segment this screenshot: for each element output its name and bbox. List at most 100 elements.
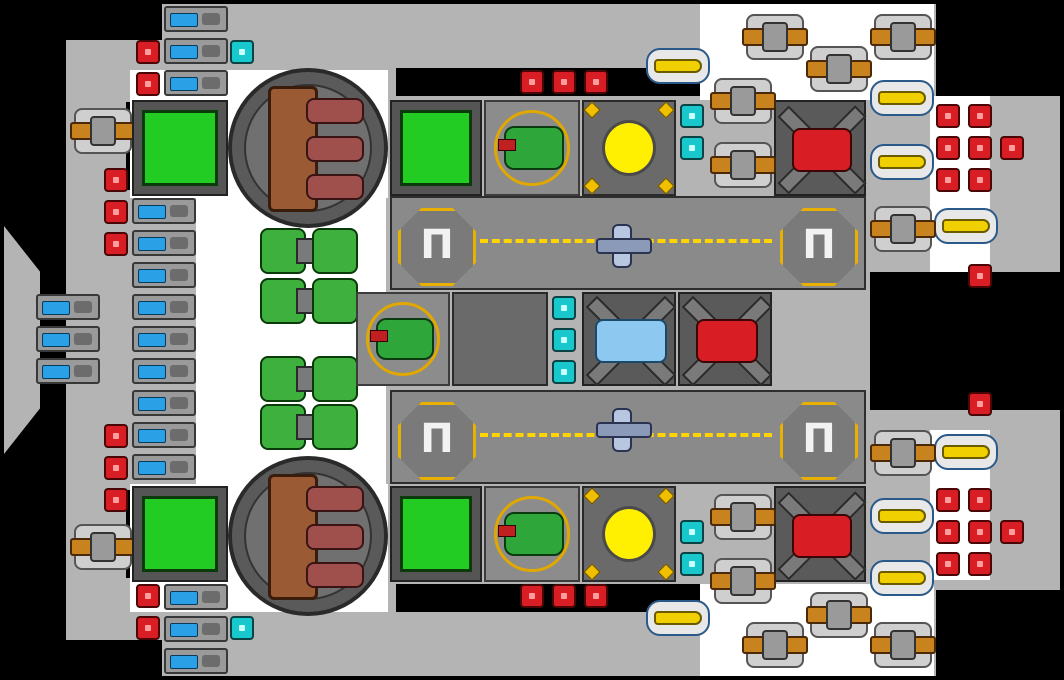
battery-module[interactable] bbox=[132, 454, 196, 480]
hangar-lane-top[interactable]: Π Π bbox=[390, 196, 866, 290]
red-slot[interactable] bbox=[968, 520, 992, 544]
plasma-cannon[interactable] bbox=[356, 292, 450, 386]
red-slot[interactable] bbox=[936, 520, 960, 544]
missile-launcher[interactable] bbox=[644, 596, 710, 636]
battery-module[interactable] bbox=[36, 326, 100, 352]
red-slot[interactable] bbox=[968, 136, 992, 160]
laser-turret[interactable] bbox=[710, 554, 776, 604]
missile-launcher[interactable] bbox=[932, 204, 998, 244]
red-slot[interactable] bbox=[552, 70, 576, 94]
cyan-slot[interactable] bbox=[230, 40, 254, 64]
drone-icon[interactable] bbox=[592, 222, 652, 268]
battery-module[interactable] bbox=[132, 262, 196, 288]
cyan-slot[interactable] bbox=[552, 360, 576, 384]
red-slot[interactable] bbox=[968, 488, 992, 512]
battery-module[interactable] bbox=[132, 230, 196, 256]
fuel-tank[interactable] bbox=[260, 228, 358, 274]
laser-turret[interactable] bbox=[710, 74, 776, 124]
battery-module[interactable] bbox=[164, 6, 228, 32]
cyan-slot[interactable] bbox=[552, 296, 576, 320]
drone-icon[interactable] bbox=[592, 406, 652, 452]
red-slot[interactable] bbox=[968, 392, 992, 416]
laser-turret[interactable] bbox=[742, 10, 808, 60]
battery-module[interactable] bbox=[164, 70, 228, 96]
red-slot[interactable] bbox=[584, 584, 608, 608]
plasma-cannon[interactable] bbox=[484, 486, 580, 582]
hangar-lane-bottom[interactable]: Π Π bbox=[390, 390, 866, 484]
fuel-tank[interactable] bbox=[260, 278, 358, 324]
missile-launcher[interactable] bbox=[868, 556, 934, 596]
red-slot[interactable] bbox=[584, 70, 608, 94]
red-slot[interactable] bbox=[104, 424, 128, 448]
missile-launcher[interactable] bbox=[644, 44, 710, 84]
missile-launcher[interactable] bbox=[868, 76, 934, 116]
engine-red-mid[interactable] bbox=[678, 292, 773, 387]
engine-blue[interactable] bbox=[582, 292, 677, 387]
cyan-slot[interactable] bbox=[680, 104, 704, 128]
battery-module[interactable] bbox=[164, 584, 228, 610]
battery-module[interactable] bbox=[36, 358, 100, 384]
missile-launcher[interactable] bbox=[868, 140, 934, 180]
battery-module[interactable] bbox=[164, 38, 228, 64]
laser-turret[interactable] bbox=[870, 202, 936, 252]
red-slot[interactable] bbox=[936, 488, 960, 512]
red-slot[interactable] bbox=[936, 552, 960, 576]
red-slot[interactable] bbox=[936, 104, 960, 128]
laser-turret[interactable] bbox=[710, 138, 776, 188]
battery-module[interactable] bbox=[132, 326, 196, 352]
red-slot[interactable] bbox=[136, 584, 160, 608]
red-slot[interactable] bbox=[936, 136, 960, 160]
plasma-cannon[interactable] bbox=[484, 100, 580, 196]
battery-module[interactable] bbox=[132, 422, 196, 448]
cyan-slot[interactable] bbox=[680, 520, 704, 544]
reactor-core[interactable] bbox=[582, 100, 676, 196]
red-slot[interactable] bbox=[552, 584, 576, 608]
green-pad[interactable] bbox=[132, 100, 228, 196]
battery-module[interactable] bbox=[164, 616, 228, 642]
red-slot[interactable] bbox=[136, 72, 160, 96]
green-pad[interactable] bbox=[132, 486, 228, 582]
laser-turret[interactable] bbox=[806, 42, 872, 92]
cargo-drum[interactable] bbox=[228, 456, 388, 616]
cyan-slot[interactable] bbox=[230, 616, 254, 640]
cargo-drum[interactable] bbox=[228, 68, 388, 228]
cyan-slot[interactable] bbox=[680, 552, 704, 576]
red-slot[interactable] bbox=[968, 104, 992, 128]
battery-module[interactable] bbox=[132, 390, 196, 416]
red-slot[interactable] bbox=[520, 70, 544, 94]
red-slot[interactable] bbox=[968, 552, 992, 576]
battery-module[interactable] bbox=[132, 358, 196, 384]
laser-turret[interactable] bbox=[870, 10, 936, 60]
missile-launcher[interactable] bbox=[868, 494, 934, 534]
cyan-slot[interactable] bbox=[552, 328, 576, 352]
green-pad[interactable] bbox=[390, 486, 482, 582]
red-slot[interactable] bbox=[1000, 520, 1024, 544]
fuel-tank[interactable] bbox=[260, 404, 358, 450]
red-slot[interactable] bbox=[1000, 136, 1024, 160]
red-slot[interactable] bbox=[104, 168, 128, 192]
red-slot[interactable] bbox=[968, 168, 992, 192]
missile-launcher[interactable] bbox=[932, 430, 998, 470]
cyan-slot[interactable] bbox=[680, 136, 704, 160]
battery-module[interactable] bbox=[164, 648, 228, 674]
battery-module[interactable] bbox=[132, 198, 196, 224]
red-slot[interactable] bbox=[136, 616, 160, 640]
battery-module[interactable] bbox=[36, 294, 100, 320]
battery-module[interactable] bbox=[132, 294, 196, 320]
fuel-tank[interactable] bbox=[260, 356, 358, 402]
reactor-core[interactable] bbox=[582, 486, 676, 582]
laser-turret[interactable] bbox=[870, 618, 936, 668]
red-slot[interactable] bbox=[136, 40, 160, 64]
red-slot[interactable] bbox=[104, 200, 128, 224]
laser-turret[interactable] bbox=[806, 588, 872, 638]
red-slot[interactable] bbox=[968, 264, 992, 288]
laser-turret[interactable] bbox=[70, 520, 136, 570]
red-slot[interactable] bbox=[520, 584, 544, 608]
laser-turret[interactable] bbox=[870, 426, 936, 476]
laser-turret[interactable] bbox=[70, 104, 136, 154]
red-slot[interactable] bbox=[936, 168, 960, 192]
red-slot[interactable] bbox=[104, 456, 128, 480]
red-slot[interactable] bbox=[104, 488, 128, 512]
engine-red-top[interactable] bbox=[774, 100, 867, 196]
laser-turret[interactable] bbox=[710, 490, 776, 540]
